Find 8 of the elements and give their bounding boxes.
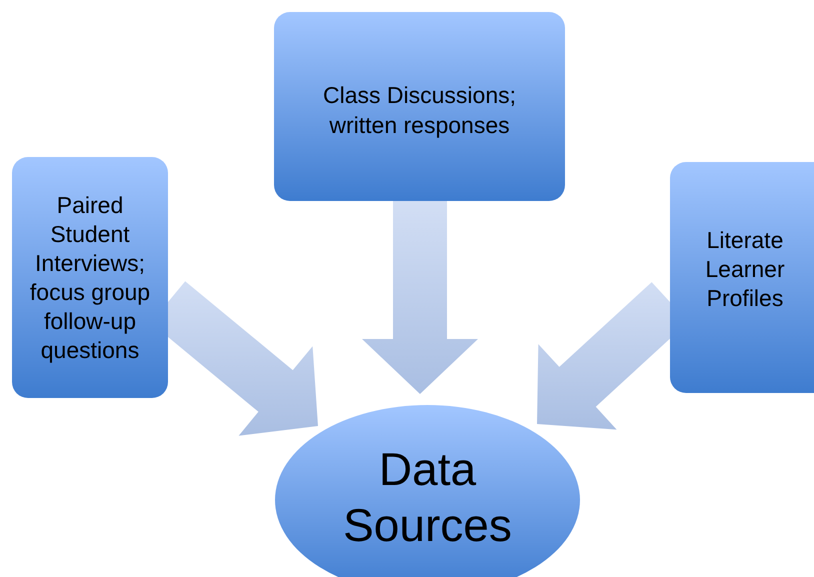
process-box [274, 12, 565, 201]
node-label: Class Discussions; written responses [322, 81, 517, 140]
block-arrow [362, 201, 478, 394]
node-label: Data Sources [343, 442, 512, 553]
process-box [670, 162, 814, 393]
process-box [12, 157, 168, 398]
node-label: Paired Student Interviews; focus group follow-up questions [28, 190, 152, 364]
node-label: Literate Learner Profiles [704, 226, 786, 313]
